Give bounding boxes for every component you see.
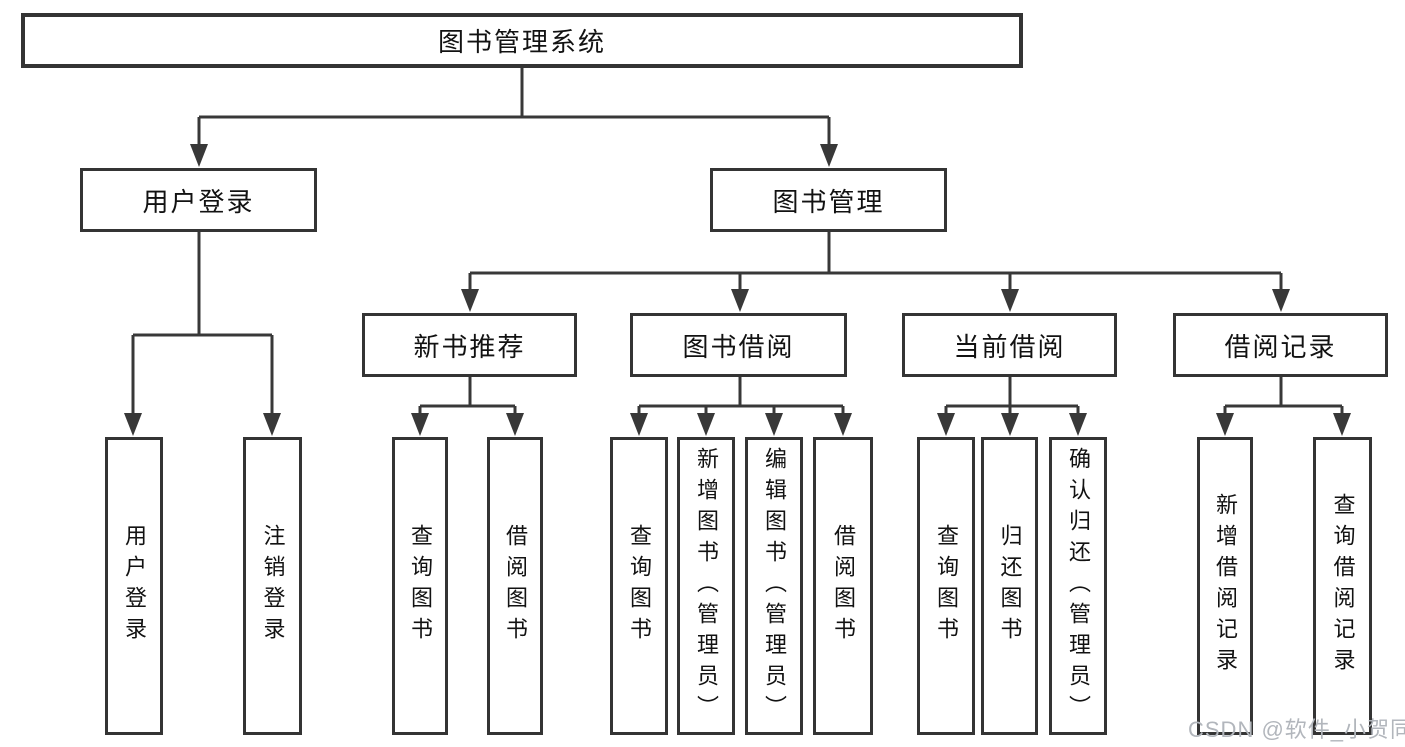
leaf-query-books-recommend: 查询图书 bbox=[392, 437, 448, 735]
leaf-borrow-books-recommend-label: 借阅图书 bbox=[503, 524, 528, 648]
node-borrowing-records: 借阅记录 bbox=[1173, 313, 1388, 377]
leaf-edit-books-admin: 编辑图书（管理员） bbox=[745, 437, 803, 735]
leaf-query-books-borrowing-label: 查询图书 bbox=[627, 524, 652, 648]
leaf-add-books-admin: 新增图书（管理员） bbox=[677, 437, 735, 735]
leaf-confirm-return-admin-label: 确认归还（管理员） bbox=[1066, 446, 1091, 726]
leaf-query-borrow-record-label: 查询借阅记录 bbox=[1330, 493, 1356, 679]
leaf-query-borrow-record: 查询借阅记录 bbox=[1313, 437, 1372, 735]
leaf-borrow-books-borrowing: 借阅图书 bbox=[813, 437, 873, 735]
csdn-watermark: CSDN @软件_小贺同学 bbox=[1188, 717, 1405, 742]
leaf-confirm-return-admin: 确认归还（管理员） bbox=[1049, 437, 1107, 735]
leaf-user-login-label: 用户登录 bbox=[122, 524, 147, 648]
leaf-logout-label: 注销登录 bbox=[260, 524, 286, 648]
leaf-query-books-borrowing: 查询图书 bbox=[610, 437, 668, 735]
leaf-add-books-admin-label: 新增图书（管理员） bbox=[694, 446, 719, 726]
node-book-management: 图书管理 bbox=[710, 168, 947, 232]
node-library-management-system: 图书管理系统 bbox=[21, 13, 1023, 68]
node-book-borrowing: 图书借阅 bbox=[630, 313, 847, 377]
leaf-query-books-current-label: 查询图书 bbox=[934, 524, 959, 648]
leaf-user-login: 用户登录 bbox=[105, 437, 163, 735]
leaf-logout: 注销登录 bbox=[243, 437, 302, 735]
leaf-borrow-books-recommend: 借阅图书 bbox=[487, 437, 543, 735]
leaf-query-books-current: 查询图书 bbox=[917, 437, 975, 735]
leaf-add-borrow-record: 新增借阅记录 bbox=[1197, 437, 1253, 735]
leaf-query-books-recommend-label: 查询图书 bbox=[408, 524, 433, 648]
leaf-return-books-label: 归还图书 bbox=[997, 524, 1023, 648]
leaf-return-books: 归还图书 bbox=[981, 437, 1038, 735]
node-current-borrowing: 当前借阅 bbox=[902, 313, 1117, 377]
node-user-login: 用户登录 bbox=[80, 168, 317, 232]
leaf-edit-books-admin-label: 编辑图书（管理员） bbox=[762, 446, 787, 726]
leaf-add-borrow-record-label: 新增借阅记录 bbox=[1213, 493, 1238, 679]
node-new-book-recommendation: 新书推荐 bbox=[362, 313, 577, 377]
leaf-borrow-books-borrowing-label: 借阅图书 bbox=[831, 524, 856, 648]
